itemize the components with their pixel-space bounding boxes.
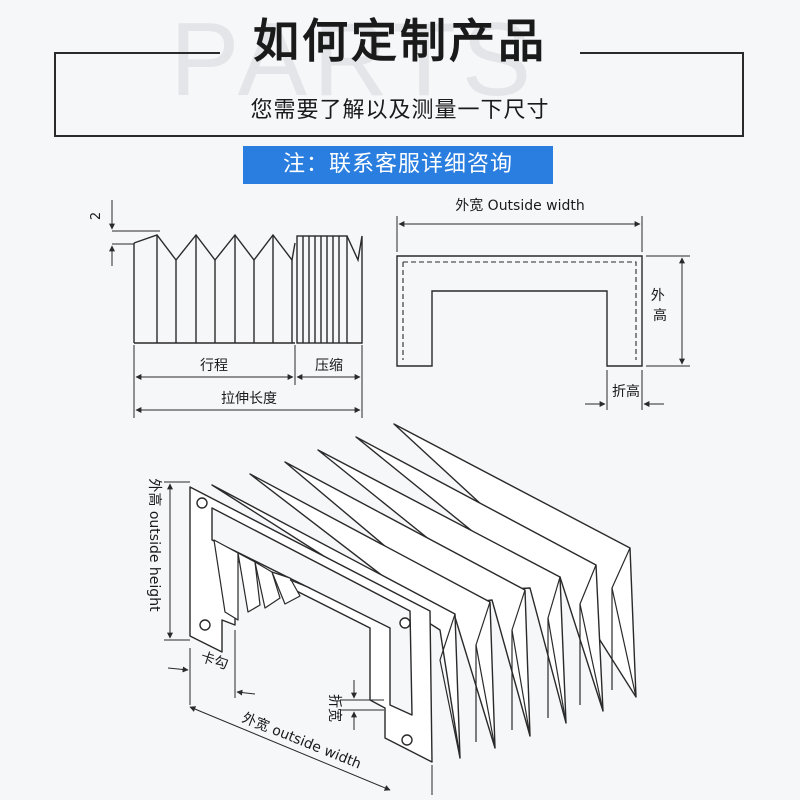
label-outside-height-profile-line1: 外 xyxy=(651,288,665,304)
mount-hole xyxy=(399,617,411,629)
extended-pleats-top xyxy=(133,233,296,262)
contact-note-badge: 注：联系客服详细咨询 xyxy=(243,146,553,184)
label-compressed: 压缩 xyxy=(315,358,343,374)
profile-view-diagram xyxy=(396,216,690,410)
header-frame xyxy=(54,52,744,137)
mount-hole xyxy=(401,734,413,746)
isometric-view-diagram xyxy=(189,423,637,763)
watermark-text: PARTS xyxy=(170,2,538,118)
header-top-line-left xyxy=(54,52,220,54)
profile-inner-dashed xyxy=(403,261,637,360)
mount-hole xyxy=(199,619,211,631)
side-view-diagram xyxy=(109,200,363,418)
label-extended-length: 拉伸长度 xyxy=(221,391,277,407)
page-title: 如何定制产品 xyxy=(253,14,547,68)
label-outside-width-iso: 外宽 outside width xyxy=(240,709,364,772)
page-subtitle: 您需要了解以及测量一下尺寸 xyxy=(250,98,550,123)
label-flange-width: 折宽 xyxy=(326,694,343,722)
mount-hole xyxy=(196,497,208,509)
label-outside-width-profile: 外宽 Outside width xyxy=(455,197,585,214)
dim-label-top: 2 xyxy=(89,212,104,220)
label-outside-height-profile: 外 高 xyxy=(651,288,669,324)
profile-outline xyxy=(396,255,643,367)
compressed-section xyxy=(296,235,348,344)
label-flange-height: 折高 xyxy=(612,383,640,400)
label-outside-height-iso: 外高 outside height xyxy=(146,478,163,612)
label-outside-height-profile-line2: 高 xyxy=(653,307,667,324)
header-top-line-right xyxy=(580,52,744,54)
label-stroke: 行程 xyxy=(200,358,228,374)
label-hook: 卡勾 xyxy=(198,649,230,673)
